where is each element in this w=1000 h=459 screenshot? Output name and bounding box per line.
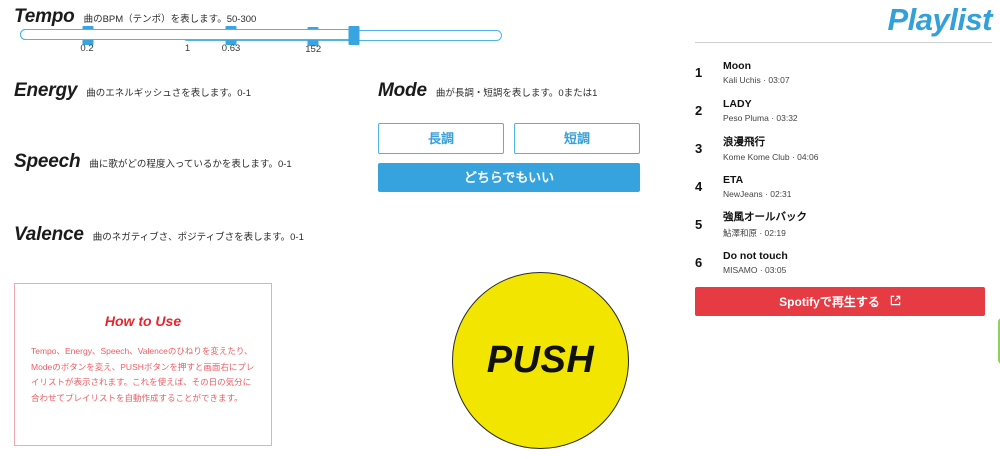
playlist-track-artist: Kome Kome Club · 04:06 [723,152,819,162]
playlist-track-title: LADY [723,97,752,110]
how-to-use-box: How to Use Tempo、Energy、Speech、Valenceのひ… [14,283,272,446]
mode-button-row: 長調 短調 [378,123,640,154]
push-button-label: PUSH [486,339,595,381]
param-valence-title: Valence [14,224,84,245]
playlist-track-number: 4 [695,178,703,194]
param-mode-header: Mode 曲が長調・短調を表します。0または1 [378,80,640,102]
playlist-track-row[interactable]: 2 LADY Peso Pluma · 03:32 [680,91,1000,129]
valence-slider-thumb[interactable] [348,26,360,45]
param-mode-title: Mode [378,80,427,101]
playlist-track-artist: Peso Pluma · 03:32 [723,112,798,123]
tempo-slider-value: 152 [305,44,322,55]
param-valence-header: Valence 曲のネガティブさ、ポジティブさを表します。0-1 [14,224,394,246]
mode-minor-button[interactable]: 短調 [514,123,640,154]
external-link-icon [890,295,901,309]
playlist-track-artist: Kali Uchis · 03:07 [723,74,790,85]
playlist-track-artist: MISAMO · 03:05 [723,264,787,275]
param-energy-header: Energy 曲のエネルギッシュさを表します。0-1 [14,80,374,102]
how-to-use-body: Tempo、Energy、Speech、Valenceのひねりを変えたり、Mod… [31,346,255,404]
mode-major-button[interactable]: 長調 [378,123,504,154]
playlist-track-number: 1 [695,64,703,80]
param-energy-title: Energy [14,80,78,101]
playlist-divider [695,42,992,43]
how-to-use-title: How to Use [104,313,182,329]
param-speech-description: 曲に歌がどの程度入っているかを表します。0-1 [89,159,292,170]
param-tempo: Tempo 曲のBPM（テンポ）を表します。50-300 [14,6,574,28]
mode-any-button[interactable]: どちらでもいい [378,163,640,192]
param-tempo-description: 曲のBPM（テンポ）を表します。50-300 [83,14,257,25]
playlist-track-artist: 鮎澤和原 · 02:19 [723,228,786,238]
playlist-track-title: ETA [723,173,744,186]
playlist-track-meta: 強風オールバック鮎澤和原 · 02:19 [723,209,807,239]
playlist-track-title: 浪漫飛行 [723,136,765,148]
playlist-track-number: 2 [695,102,703,118]
param-tempo-title: Tempo [14,6,75,27]
playlist-track-meta: 浪漫飛行 Kome Kome Club · 04:06 [723,134,818,162]
valence-slider-value: 1 [184,43,191,54]
param-energy: Energy 曲のエネルギッシュさを表します。0-1 [14,80,374,102]
playlist-track-number: 5 [695,216,703,232]
playlist-track-meta: ETA NewJeans · 02:31 [723,174,792,199]
speech-slider-value: 0.2 [80,43,94,54]
playlist-track-title: Do not touch [723,249,788,262]
offscreen-green-card [998,318,1000,364]
playlist-track-title: Moon [723,59,751,72]
push-button[interactable]: PUSH [452,272,629,449]
param-tempo-header: Tempo 曲のBPM（テンポ）を表します。50-300 [14,6,574,28]
energy-slider-value: 0.63 [221,43,241,54]
controls-panel: Tempo 曲のBPM（テンポ）を表します。50-300 152 Energy … [14,6,640,449]
playlist-track-meta: LADY Peso Pluma · 03:32 [723,98,798,123]
param-valence-description: 曲のネガティブさ、ポジティブさを表します。0-1 [92,232,304,243]
param-mode: Mode 曲が長調・短調を表します。0または1 長調 短調 どちらでもいい [378,80,640,192]
spotify-play-button[interactable]: Spotifyで再生する [695,287,985,316]
playlist-track-row[interactable]: 3 浪漫飛行 Kome Kome Club · 04:06 [680,129,1000,167]
playlist-track-row[interactable]: 5 強風オールバック鮎澤和原 · 02:19 [680,205,1000,243]
playlist-track-row[interactable]: 4 ETA NewJeans · 02:31 [680,167,1000,205]
valence-slider[interactable]: 1 [20,26,360,54]
playlist-track-artist: NewJeans · 02:31 [723,188,792,199]
param-energy-description: 曲のエネルギッシュさを表します。0-1 [86,88,251,99]
param-speech-header: Speech 曲に歌がどの程度入っているかを表します。0-1 [14,151,394,173]
param-speech-title: Speech [14,151,81,172]
param-valence: Valence 曲のネガティブさ、ポジティブさを表します。0-1 [14,224,394,246]
spotify-play-label: Spotifyで再生する [779,295,880,309]
param-mode-description: 曲が長調・短調を表します。0または1 [435,88,598,99]
valence-slider-track[interactable] [20,26,360,45]
playlist-track-number: 3 [695,140,703,156]
playlist-track-title: 強風オールバック [723,211,807,223]
playlist-track-number: 6 [695,254,703,270]
playlist-title: Playlist [887,2,992,37]
param-speech: Speech 曲に歌がどの程度入っているかを表します。0-1 [14,151,394,173]
